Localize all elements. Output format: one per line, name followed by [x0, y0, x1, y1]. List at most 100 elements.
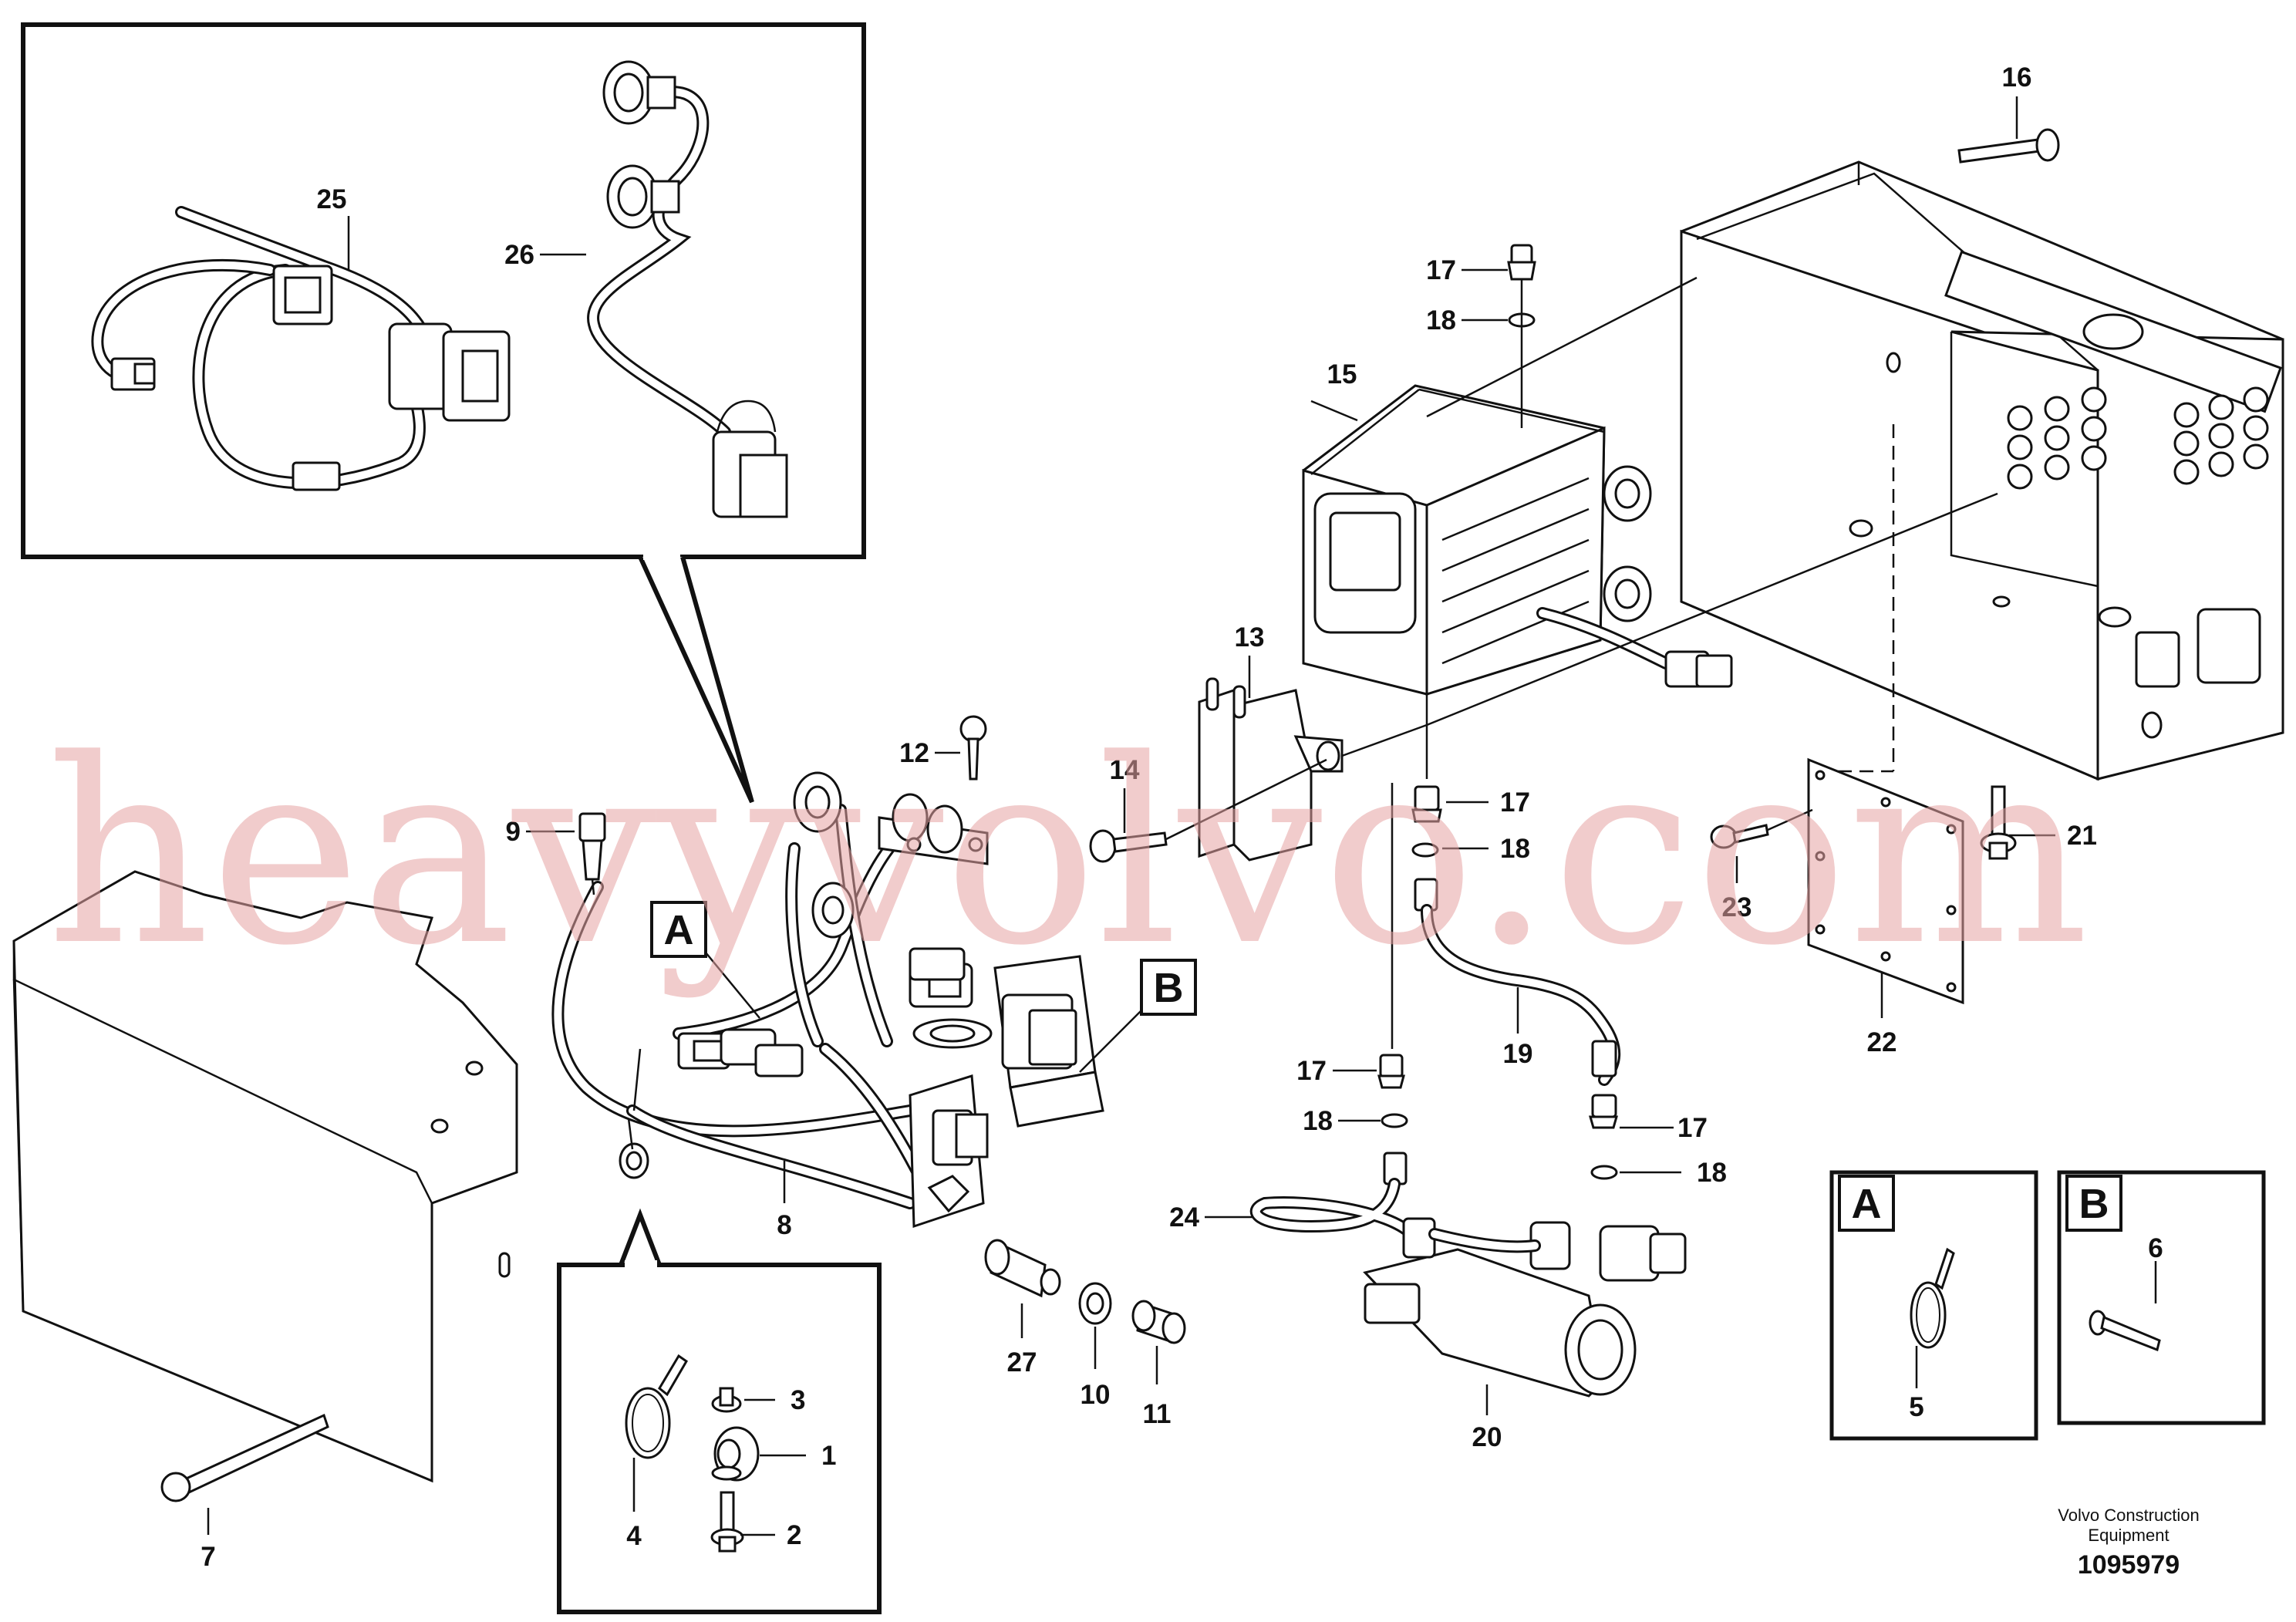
screw-23 [1710, 808, 1813, 849]
upper-connectors [793, 771, 989, 981]
svg-text:14: 14 [1110, 755, 1140, 785]
callout-17-c: 17 [1620, 1113, 1708, 1143]
detail-box-a: A 5 [1829, 1170, 2038, 1441]
callout-19: 19 [1503, 987, 1533, 1069]
bolt-7 [160, 1413, 329, 1502]
svg-text:2: 2 [787, 1520, 801, 1550]
svg-text:1: 1 [821, 1441, 836, 1471]
callout-20: 20 [1472, 1384, 1502, 1452]
footer-block: Volvo Construction Equipment 1095979 [2058, 1506, 2199, 1580]
callout-13: 13 [1235, 622, 1265, 698]
callout-17-b: 17 [1296, 1056, 1377, 1086]
harness-detail-box [21, 22, 866, 804]
harness-25-drawing [91, 206, 511, 491]
callout-3: 3 [744, 1385, 805, 1415]
callout-10: 10 [1081, 1327, 1111, 1410]
callout-18-c: 18 [1620, 1158, 1727, 1188]
screw-12 [959, 715, 987, 781]
callout-25: 25 [317, 184, 350, 270]
callout-27: 27 [1007, 1303, 1037, 1378]
nut-10 [1078, 1282, 1112, 1325]
footer-company-line1: Volvo Construction [2058, 1506, 2199, 1525]
svg-text:9: 9 [506, 817, 521, 847]
callout-17-top: 17 [1426, 255, 1508, 285]
svg-text:16: 16 [2002, 62, 2032, 93]
svg-text:17: 17 [1677, 1113, 1708, 1143]
svg-text:12: 12 [899, 738, 929, 768]
callout-7: 7 [201, 1508, 216, 1572]
svg-text:23: 23 [1722, 892, 1752, 922]
svg-text:20: 20 [1472, 1422, 1502, 1452]
bolt-14 [1089, 758, 1327, 863]
svg-text:7: 7 [201, 1542, 215, 1572]
enclosure-box [1426, 160, 2284, 781]
detail-marker-a: A [650, 901, 760, 1019]
cable-tie-4 [625, 1354, 688, 1459]
svg-text:18: 18 [1697, 1158, 1727, 1188]
callout-26: 26 [504, 240, 586, 270]
svg-text:8: 8 [777, 1210, 791, 1240]
sensor-9 [578, 812, 606, 895]
fitting-27 [984, 1239, 1061, 1298]
nut-3 [711, 1387, 742, 1413]
svg-text:21: 21 [2067, 821, 2097, 851]
footer-company-line2: Equipment [2088, 1526, 2169, 1545]
svg-text:A: A [664, 907, 694, 953]
svg-text:18: 18 [1426, 305, 1456, 336]
bolt-16 [1957, 128, 2060, 164]
svg-text:17: 17 [1426, 255, 1456, 285]
svg-text:15: 15 [1327, 359, 1357, 389]
callout-16: 16 [2002, 62, 2032, 139]
callout-18-b: 18 [1303, 1106, 1381, 1136]
callout-11: 11 [1143, 1346, 1172, 1429]
svg-text:17: 17 [1296, 1056, 1327, 1086]
svg-text:B: B [2079, 1181, 2109, 1227]
detail-marker-b: B [1079, 959, 1197, 1073]
svg-text:6: 6 [2148, 1233, 2163, 1263]
detail-box-b: B 6 [2057, 1170, 2266, 1425]
heater-unit-15 [1302, 384, 1733, 696]
svg-text:11: 11 [1143, 1399, 1172, 1429]
drawing-number: 1095979 [2078, 1550, 2180, 1580]
svg-text:4: 4 [626, 1521, 642, 1551]
callout-12: 12 [899, 738, 960, 768]
harness-26-drawing [587, 60, 788, 518]
svg-text:17: 17 [1500, 787, 1530, 818]
callout-14: 14 [1110, 755, 1140, 833]
callout-17-a: 17 [1446, 787, 1530, 818]
callout-24: 24 [1169, 1202, 1253, 1233]
svg-text:24: 24 [1169, 1202, 1199, 1233]
svg-text:10: 10 [1081, 1380, 1111, 1410]
cover-plate-22 [1807, 757, 1964, 1005]
svg-text:25: 25 [317, 184, 347, 214]
callout-9: 9 [506, 817, 575, 847]
svg-text:26: 26 [504, 240, 534, 270]
bolt-21 [1980, 785, 2017, 860]
callout-4: 4 [626, 1458, 642, 1551]
svg-text:5: 5 [1909, 1392, 1923, 1422]
watermark-text: heavyvolvo.com [46, 705, 2089, 1001]
svg-text:A: A [1852, 1181, 1882, 1227]
svg-text:19: 19 [1503, 1039, 1533, 1069]
relay-13 [1198, 677, 1428, 862]
callout-15: 15 [1327, 359, 1357, 389]
svg-text:B: B [1154, 965, 1184, 1011]
svg-text:27: 27 [1007, 1347, 1037, 1378]
callout-2: 2 [740, 1520, 801, 1550]
callout-21: 21 [2009, 821, 2097, 851]
callout-8: 8 [777, 1161, 792, 1240]
callout-22: 22 [1867, 972, 1896, 1057]
harness-connector-block [909, 955, 1104, 1229]
svg-text:18: 18 [1500, 834, 1530, 864]
cap-11 [1131, 1300, 1186, 1344]
callout-23: 23 [1722, 856, 1752, 922]
callout-18-a: 18 [1442, 834, 1530, 864]
clamp-detail-box [557, 1208, 882, 1614]
svg-text:3: 3 [791, 1385, 805, 1415]
left-cover-panel [12, 870, 518, 1483]
fuel-line-assembly [1249, 694, 1621, 1240]
callout-1: 1 [760, 1441, 836, 1471]
svg-text:18: 18 [1303, 1106, 1333, 1136]
svg-text:13: 13 [1235, 622, 1265, 653]
